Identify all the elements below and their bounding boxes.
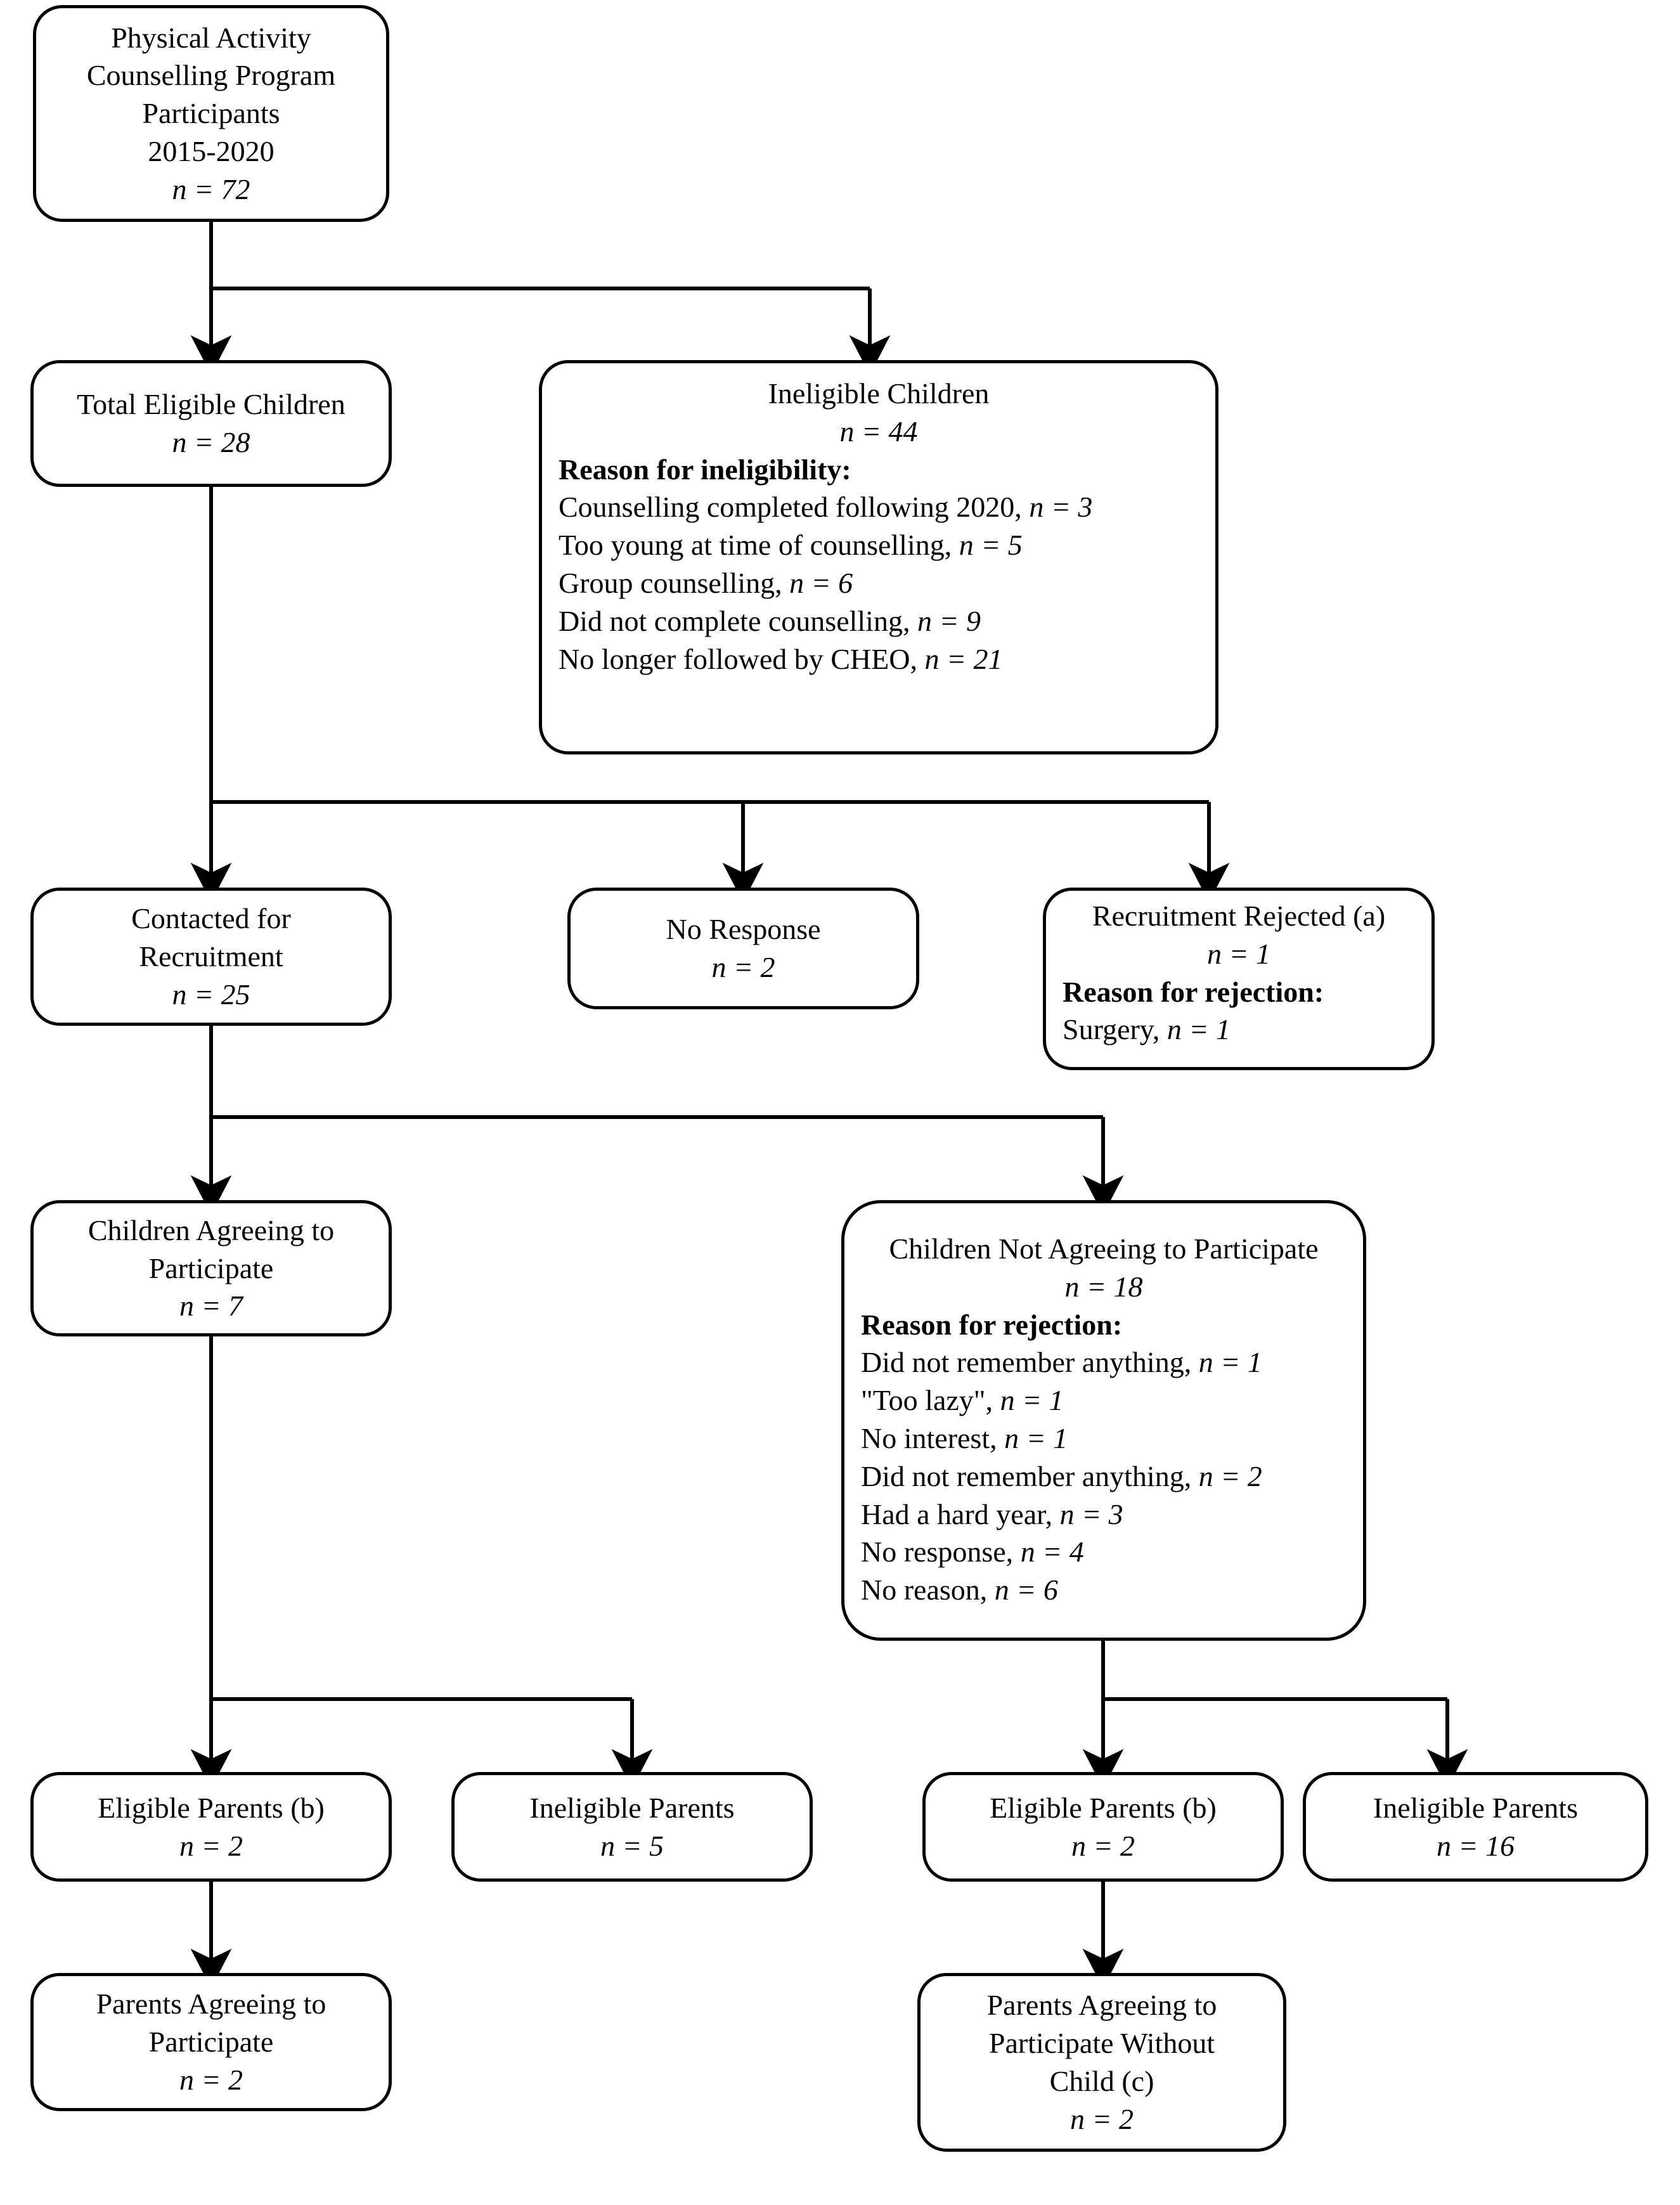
ineligible-children-reason-5: No longer followed by CHEO, n = 21 [559,642,1003,675]
total-eligible-label: Total Eligible Children [77,388,346,421]
parents-agreeing-without-child-count: n = 2 [1069,2102,1134,2135]
children-not-agreeing-reason-7: No reason, n = 6 [861,1574,1058,1607]
node-eligible-parents-left[interactable]: Eligible Parents (b) n = 2 [30,1772,392,1882]
recruitment-rejected-count: n = 1 [1206,937,1271,970]
children-agreeing-line-1: Children Agreeing to [87,1213,335,1246]
node-ineligible-parents-left[interactable]: Ineligible Parents n = 5 [451,1772,813,1882]
ineligible-children-reason-heading: Reason for ineligibility: [559,453,851,486]
participants-line-2: Counselling Program [86,59,336,92]
parents-agreeing-count: n = 2 [179,2063,243,2096]
ineligible-children-reason-4: Did not complete counselling, n = 9 [559,604,981,637]
children-agreeing-line-2: Participate [148,1251,274,1284]
children-not-agreeing-reason-1: Did not remember anything, n = 1 [861,1346,1262,1379]
children-not-agreeing-count: n = 18 [1064,1270,1143,1303]
children-not-agreeing-reason-6: No response, n = 4 [861,1536,1084,1568]
ineligible-children-reason-2: Too young at time of counselling, n = 5 [559,529,1023,562]
contacted-line-2: Recruitment [139,940,283,973]
ineligible-children-reason-3: Group counselling, n = 6 [559,566,853,599]
eligible-parents-left-label: Eligible Parents (b) [98,1791,325,1824]
children-not-agreeing-reason-2: "Too lazy", n = 1 [861,1384,1064,1417]
node-participants[interactable]: Physical Activity Counselling Program Pa… [33,5,389,222]
recruitment-rejected-reason-heading: Reason for rejection: [1063,975,1324,1008]
node-recruitment-rejected[interactable]: Recruitment Rejected (a) n = 1 Reason fo… [1043,888,1435,1070]
children-agreeing-count: n = 7 [179,1290,243,1322]
node-eligible-parents-right[interactable]: Eligible Parents (b) n = 2 [922,1772,1284,1882]
children-not-agreeing-reason-5: Had a hard year, n = 3 [861,1497,1123,1530]
ineligible-parents-right-label: Ineligible Parents [1373,1791,1579,1824]
parents-agreeing-without-child-line-1: Parents Agreeing to [986,1989,1217,2022]
ineligible-children-label: Ineligible Children [768,377,990,410]
contacted-count: n = 25 [172,978,250,1011]
node-parents-agreeing[interactable]: Parents Agreeing to Participate n = 2 [30,1973,392,2111]
participants-line-3: Participants [142,97,280,130]
node-ineligible-children[interactable]: Ineligible Children n = 44 Reason for in… [539,360,1218,754]
eligible-parents-right-label: Eligible Parents (b) [990,1791,1217,1824]
recruitment-rejected-reason-1: Surgery, n = 1 [1063,1013,1231,1046]
node-children-agreeing[interactable]: Children Agreeing to Participate n = 7 [30,1200,392,1336]
eligible-parents-left-count: n = 2 [179,1829,243,1862]
ineligible-children-reason-1: Counselling completed following 2020, n … [559,491,1093,524]
contacted-line-1: Contacted for [131,902,291,935]
node-no-response[interactable]: No Response n = 2 [567,888,919,1009]
no-response-label: No Response [666,913,821,946]
total-eligible-count: n = 28 [172,426,250,458]
node-children-not-agreeing[interactable]: Children Not Agreeing to Participate n =… [841,1200,1366,1641]
ineligible-parents-left-count: n = 5 [600,1829,664,1862]
no-response-count: n = 2 [711,951,775,983]
children-not-agreeing-reason-heading: Reason for rejection: [861,1308,1123,1341]
eligible-parents-right-count: n = 2 [1071,1829,1135,1862]
children-not-agreeing-reason-4: Did not remember anything, n = 2 [861,1459,1262,1492]
recruitment-rejected-label: Recruitment Rejected (a) [1092,900,1386,932]
ineligible-parents-left-label: Ineligible Parents [529,1791,735,1824]
children-not-agreeing-reason-3: No interest, n = 1 [861,1421,1068,1454]
participants-line-1: Physical Activity [111,21,311,54]
participants-count: n = 72 [172,172,250,205]
parents-agreeing-without-child-line-3: Child (c) [1049,2065,1154,2097]
parents-agreeing-line-1: Parents Agreeing to [96,1988,326,2021]
node-parents-agreeing-without-child[interactable]: Parents Agreeing to Participate Without … [917,1973,1286,2152]
children-not-agreeing-label: Children Not Agreeing to Participate [889,1232,1319,1265]
node-total-eligible-children[interactable]: Total Eligible Children n = 28 [30,360,392,487]
node-contacted-for-recruitment[interactable]: Contacted for Recruitment n = 25 [30,888,392,1026]
node-ineligible-parents-right[interactable]: Ineligible Parents n = 16 [1303,1772,1648,1882]
participants-line-4: 2015-2020 [148,134,275,167]
ineligible-parents-right-count: n = 16 [1436,1829,1515,1862]
ineligible-children-count: n = 44 [839,415,918,448]
parents-agreeing-line-2: Participate [148,2026,274,2059]
parents-agreeing-without-child-line-2: Participate Without [988,2027,1215,2060]
